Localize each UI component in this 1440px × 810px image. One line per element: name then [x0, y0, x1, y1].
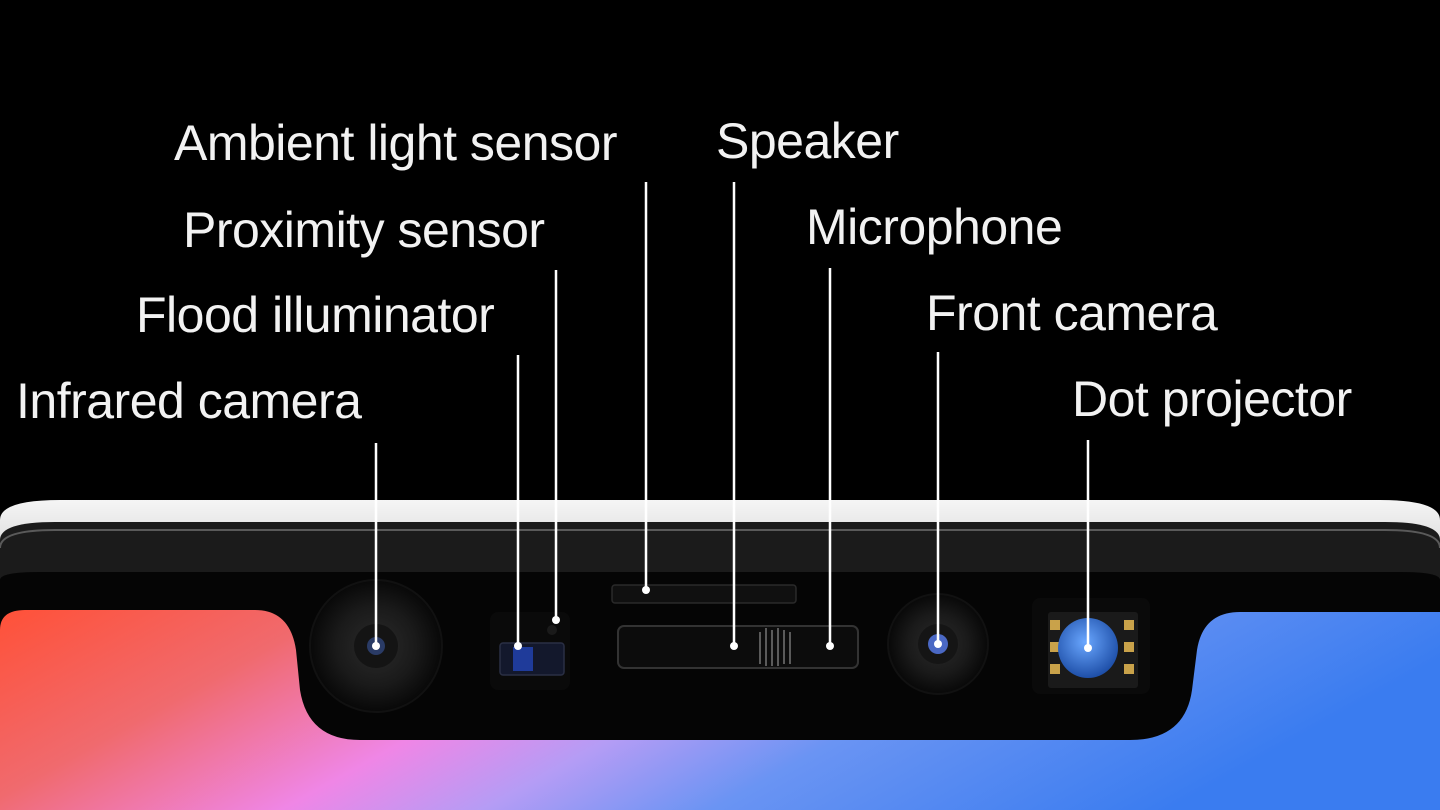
leader-lines	[374, 182, 1090, 648]
speaker-grille	[617, 625, 859, 669]
microphone-label: Microphone	[806, 199, 1063, 255]
front-camera-label: Front camera	[926, 285, 1218, 341]
speaker-label: Speaker	[716, 113, 899, 169]
dot-projector-label: Dot projector	[1072, 371, 1352, 427]
screen-display	[0, 610, 1440, 810]
infrared-camera-label: Infrared camera	[16, 373, 362, 429]
proximity-sensor-label: Proximity sensor	[183, 202, 545, 258]
ambient-light-sensor-label: Ambient light sensor	[174, 115, 618, 171]
leader-dots	[372, 586, 1092, 652]
flood-illuminator-label: Flood illuminator	[136, 287, 495, 343]
microphone-grille	[759, 628, 791, 666]
